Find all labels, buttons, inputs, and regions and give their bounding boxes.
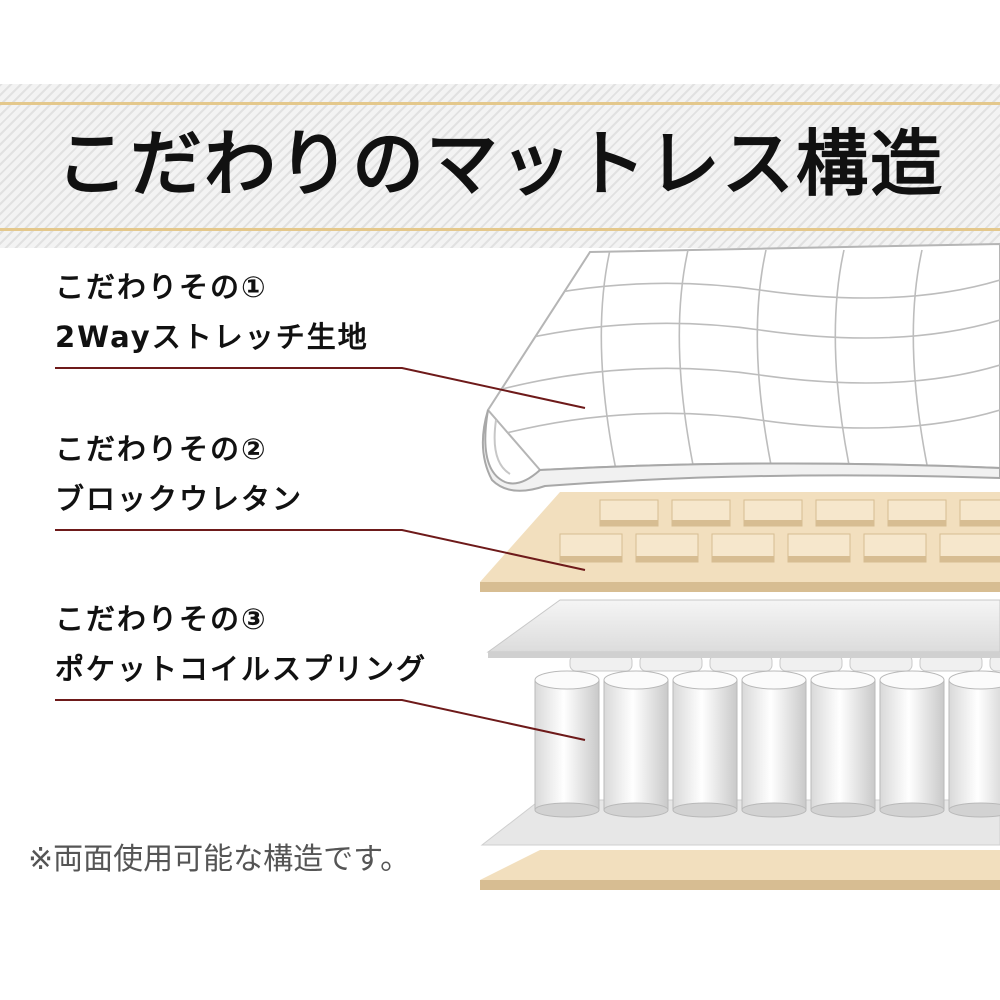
pocket-coil [603, 670, 669, 818]
pocket-coil [741, 670, 807, 818]
leader-line-2 [55, 529, 586, 571]
urethane-block [599, 499, 659, 527]
urethane-block [635, 533, 699, 563]
urethane-block [959, 499, 1000, 527]
pocket-coil [534, 670, 600, 818]
feature-1-name: 2Wayストレッチ生地 [55, 320, 369, 354]
leader-line-1 [55, 367, 586, 409]
leader-line-3 [55, 699, 586, 741]
pocket-coil-layer [534, 654, 1000, 818]
banner-top-line [0, 102, 1000, 105]
back-coil [989, 654, 1000, 672]
pocket-coil [948, 670, 1000, 818]
urethane-block [711, 533, 775, 563]
urethane-block [863, 533, 927, 563]
title-banner [0, 84, 1000, 248]
block-urethane-layer [480, 492, 1000, 592]
feature-2: こだわりその② ブロックウレタン [55, 424, 303, 524]
urethane-block [815, 499, 875, 527]
urethane-block [671, 499, 731, 527]
feature-3: こだわりその③ ポケットコイルスプリング [55, 594, 427, 694]
feature-2-heading: こだわりその② [55, 432, 268, 466]
leader-lines [55, 367, 586, 741]
feature-3-heading: こだわりその③ [55, 602, 268, 636]
feature-3-name: ポケットコイルスプリング [55, 652, 428, 686]
urethane-blocks [559, 499, 1000, 563]
pocket-coil [879, 670, 945, 818]
stretch-fabric-layer [481, 242, 1000, 492]
urethane-block [887, 499, 947, 527]
double-sided-note: ※両面使用可能な構造です。 [28, 842, 411, 877]
urethane-block [939, 533, 1000, 563]
feature-1: こだわりその① 2Wayストレッチ生地 [55, 262, 369, 362]
pocket-coil [672, 670, 738, 818]
feature-1-heading: こだわりその① [55, 270, 268, 304]
feature-2-name: ブロックウレタン [55, 482, 304, 516]
banner-bottom-line [0, 228, 1000, 231]
urethane-block [743, 499, 803, 527]
urethane-block [787, 533, 851, 563]
bottom-urethane-layer [480, 850, 1000, 890]
felt-sheet [486, 599, 1000, 658]
pocket-coil [810, 670, 876, 818]
page-title: こだわりのマットレス構造 [55, 122, 944, 206]
urethane-block [559, 533, 623, 563]
